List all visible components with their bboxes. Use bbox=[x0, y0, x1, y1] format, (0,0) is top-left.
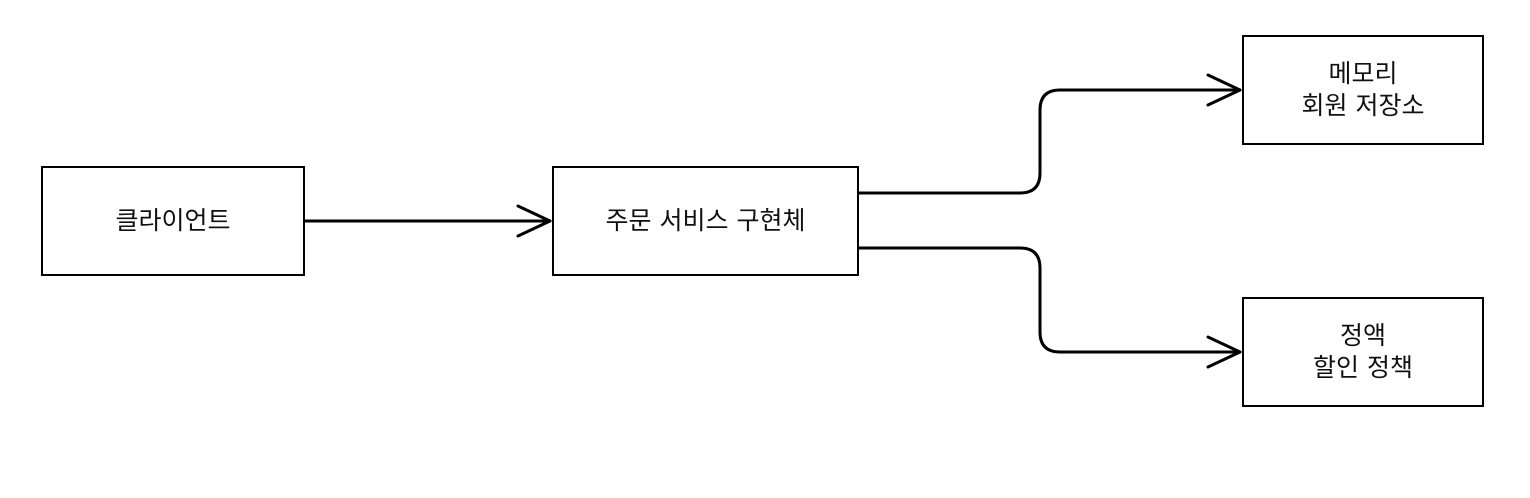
memory-member-repository-node: 메모리 회원 저장소 bbox=[1242, 35, 1484, 145]
edge-service-to-policy-arrowhead bbox=[1206, 335, 1242, 369]
edge-service-to-repo-arrowhead bbox=[1206, 73, 1242, 107]
edge-service-to-repo-line bbox=[857, 88, 1242, 195]
order-service-impl-node: 주문 서비스 구현체 bbox=[552, 166, 859, 276]
fixed-discount-policy-label-line-1: 정액 bbox=[1339, 321, 1386, 350]
client-node: 클라이언트 bbox=[41, 166, 305, 276]
fixed-discount-policy-label-line-2: 할인 정책 bbox=[1313, 353, 1413, 382]
fixed-discount-policy-node: 정액 할인 정책 bbox=[1242, 297, 1484, 407]
order-service-impl-label: 주문 서비스 구현체 bbox=[605, 206, 806, 235]
memory-member-repository-label-line-1: 메모리 bbox=[1328, 59, 1398, 88]
memory-member-repository-label-line-2: 회원 저장소 bbox=[1301, 91, 1425, 120]
edge-service-to-policy-line bbox=[857, 246, 1242, 354]
client-label: 클라이언트 bbox=[115, 206, 231, 235]
edge-client-to-service-arrowhead bbox=[516, 204, 552, 238]
